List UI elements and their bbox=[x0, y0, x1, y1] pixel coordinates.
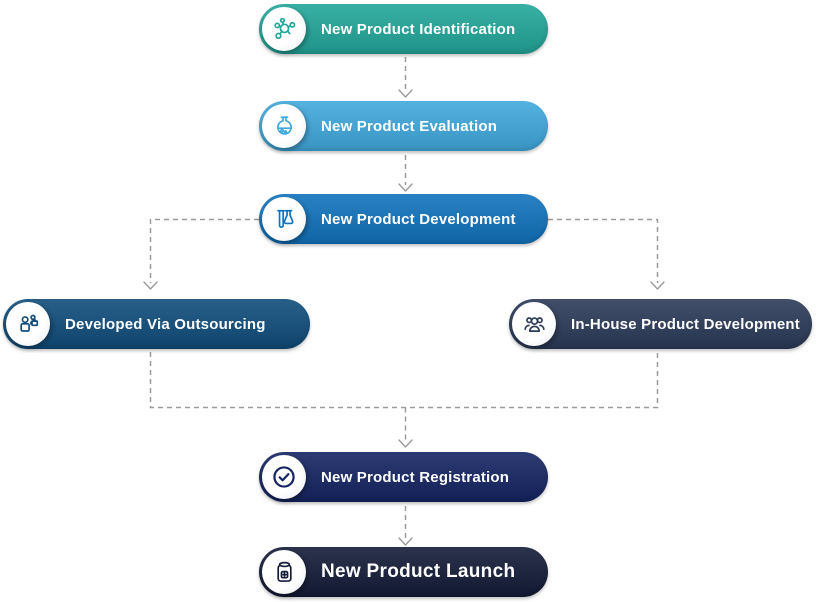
node-label: New Product Development bbox=[321, 210, 516, 228]
flask-icon bbox=[262, 104, 306, 148]
team-icon bbox=[512, 302, 556, 346]
node-label: New Product Registration bbox=[321, 468, 510, 486]
node-label: New Product Evaluation bbox=[321, 117, 498, 135]
team-icon-glyph bbox=[523, 316, 545, 332]
medicine-jar-icon bbox=[262, 550, 306, 594]
lab-tubes-icon-glyph bbox=[276, 209, 294, 228]
flow-node-development: New Product Development bbox=[259, 194, 548, 244]
lab-tubes-icon bbox=[262, 197, 306, 241]
flow-node-outsourcing: Developed Via Outsourcing bbox=[3, 299, 310, 349]
flow-node-identification: New Product Identification bbox=[259, 4, 548, 54]
node-label: In-House Product Development bbox=[571, 315, 800, 333]
node-label: New Product Identification bbox=[321, 20, 516, 38]
outsourcing-people-icon bbox=[6, 302, 50, 346]
check-circle-icon-glyph bbox=[273, 466, 295, 488]
flow-node-inhouse: In-House Product Development bbox=[509, 299, 812, 349]
flow-node-launch: New Product Launch bbox=[259, 547, 548, 597]
node-label: Developed Via Outsourcing bbox=[65, 315, 266, 333]
check-circle-icon bbox=[262, 455, 306, 499]
network-icon bbox=[262, 7, 306, 51]
medicine-jar-icon-glyph bbox=[276, 561, 292, 582]
network-icon-glyph bbox=[273, 17, 295, 39]
node-label: New Product Launch bbox=[321, 561, 516, 582]
outsourcing-people-icon-glyph bbox=[19, 314, 38, 332]
flow-node-registration: New Product Registration bbox=[259, 452, 548, 502]
flow-node-evaluation: New Product Evaluation bbox=[259, 101, 548, 151]
flask-icon-glyph bbox=[276, 115, 292, 135]
